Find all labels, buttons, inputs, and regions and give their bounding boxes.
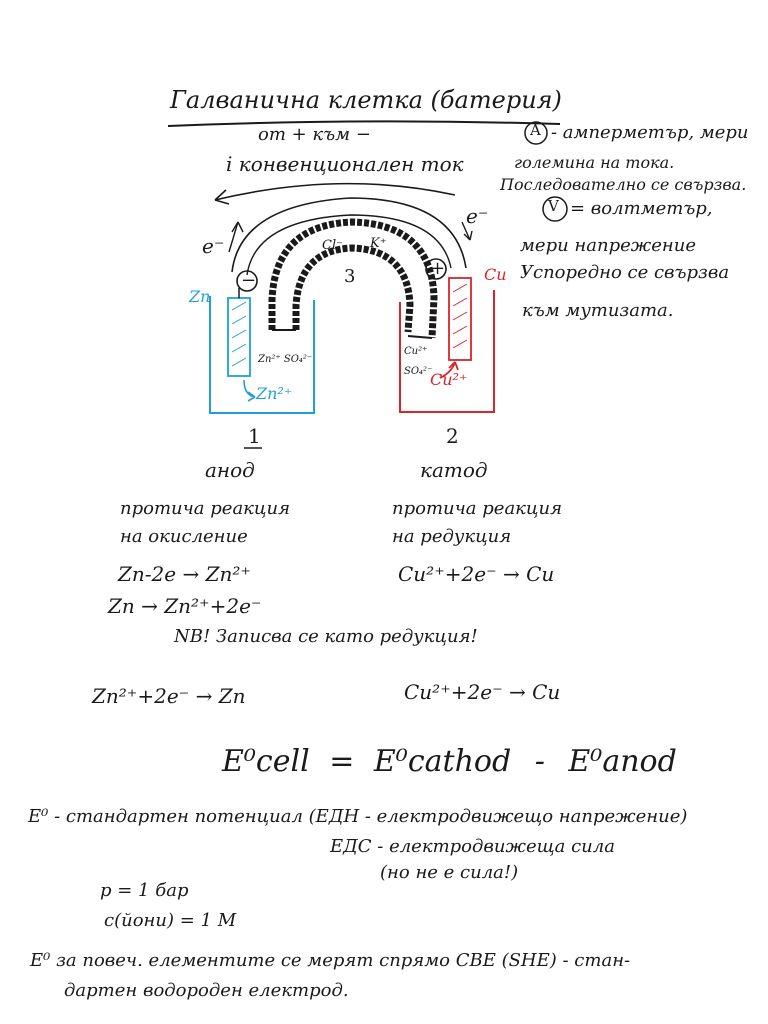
zn-electrode xyxy=(227,297,251,377)
standard-potential-definition: E⁰ - стандартен потенциал (ЕДН - електро… xyxy=(28,806,688,827)
positive-terminal-sign: + xyxy=(430,258,446,279)
emf-definition: ЕДС - електродвижеща сила xyxy=(330,836,615,857)
copper-ion-in-label: Cu²⁺ xyxy=(430,370,468,389)
anode-equation-2: Zn → Zn²⁺+2e⁻ xyxy=(108,594,262,618)
electron-right-label: e⁻ xyxy=(466,204,489,228)
ammeter-line-3: Последователно се свързва. xyxy=(500,175,747,194)
formula-equals: = xyxy=(329,744,355,779)
cathode-reduction-equation: Cu²⁺+2e⁻ → Cu xyxy=(404,680,561,704)
concentration-condition: c(йони) = 1 M xyxy=(104,910,237,931)
page-title: Галванична клетка (батерия) xyxy=(170,86,562,114)
zinc-ion-out-label: Zn²⁺ xyxy=(256,384,293,403)
formula-lhs: E⁰cell xyxy=(222,744,310,779)
left-beaker xyxy=(209,296,315,414)
cathode-label: катод xyxy=(420,458,488,482)
right-beaker xyxy=(399,290,495,413)
title-underline xyxy=(167,120,561,127)
voltmeter-line-3: Успоредно се свързва xyxy=(520,262,730,283)
she-note-line-2: дартен водороден електрод. xyxy=(64,980,349,1001)
external-wire xyxy=(231,197,467,273)
ammeter-symbol xyxy=(524,121,548,145)
salt-bridge-number: 3 xyxy=(344,266,356,287)
formula-cathode-term: E⁰cathod xyxy=(373,744,512,779)
zinc-label: Zn xyxy=(189,287,211,306)
voltmeter-line-4: към мутизата. xyxy=(522,300,674,321)
cu-electrode xyxy=(448,277,472,361)
cathode-equation-1: Cu²⁺+2e⁻ → Cu xyxy=(398,562,555,586)
anode-description-1: протича реакция xyxy=(120,498,290,519)
bridge-ion-chloride: Cl⁻ xyxy=(322,238,343,253)
bridge-ion-potassium: K⁺ xyxy=(370,236,387,251)
cell-2-number: 2 xyxy=(446,424,459,448)
not-a-force-note: (но не е сила!) xyxy=(380,862,519,883)
anode-description-2: на окисление xyxy=(120,526,248,547)
right-solution-label-2: SO₄²⁻ xyxy=(404,366,433,377)
ammeter-line-1: - амперметър, мери xyxy=(551,122,749,143)
cell-potential-formula: E⁰cell = E⁰cathod - E⁰anod xyxy=(222,744,677,779)
anode-label: анод xyxy=(205,458,255,482)
electron-left-label: e⁻ xyxy=(202,234,225,258)
salt-bridge-inner xyxy=(292,244,414,333)
negative-terminal-sign: − xyxy=(241,270,257,291)
right-solution-label-1: Cu²⁺ xyxy=(404,346,428,357)
positive-terminal xyxy=(425,258,447,280)
cathode-description-1: протича реакция xyxy=(392,498,562,519)
cathode-description-2: на редукция xyxy=(392,526,512,547)
left-solution-label: Zn²⁺ SO₄²⁻ xyxy=(258,354,313,365)
external-wire-inner xyxy=(246,214,452,276)
formula-minus: - xyxy=(534,744,545,779)
copper-label: Cu xyxy=(484,265,507,284)
she-note-line-1: E⁰ за повеч. елементите се мерят спрямо … xyxy=(30,950,631,971)
current-arrow xyxy=(214,182,456,201)
ammeter-line-2: големина на тока. xyxy=(514,153,675,172)
conventional-current-label: i конвенционален ток xyxy=(226,152,464,176)
pressure-condition: p = 1 бар xyxy=(100,880,189,901)
anode-equation-1: Zn-2e → Zn²⁺ xyxy=(118,562,251,586)
voltmeter-line-2: мери напрежение xyxy=(520,235,696,256)
negative-terminal xyxy=(236,270,258,292)
voltmeter-line-1: = волтметър, xyxy=(570,198,713,219)
nb-note: NB! Записва се като редукция! xyxy=(174,626,478,647)
voltmeter-symbol xyxy=(542,196,568,222)
voltmeter-letter: V xyxy=(548,197,559,215)
cell-1-number: 1 xyxy=(248,424,261,448)
anode-reduction-equation: Zn²⁺+2e⁻ → Zn xyxy=(92,684,246,708)
ammeter-letter: A xyxy=(530,121,541,139)
formula-anode-term: E⁰anod xyxy=(568,744,677,779)
salt-bridge-outer xyxy=(268,218,438,339)
current-direction-note: от + към − xyxy=(258,124,371,145)
